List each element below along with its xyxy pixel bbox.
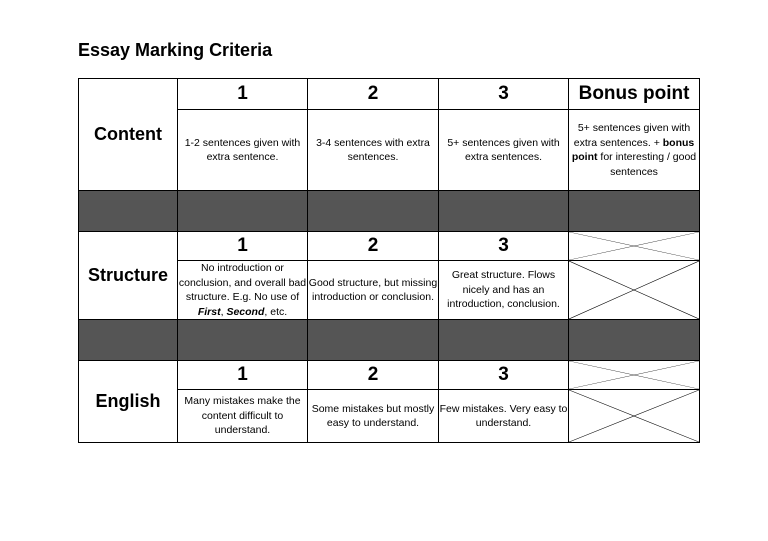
band-cell: [177, 190, 308, 232]
english-score-3: 3: [438, 360, 569, 390]
cross-out-mark: [570, 361, 698, 389]
criterion-content-label: Content: [78, 78, 178, 191]
structure-desc-row: No introduction or conclusion, and overa…: [79, 260, 700, 320]
content-score-1: 1: [177, 78, 308, 110]
content-desc-row: 1-2 sentences given with extra sentence.…: [79, 109, 700, 191]
structure-score-2: 2: [307, 231, 439, 261]
separator-band-2: [78, 319, 700, 361]
band-cell: [568, 190, 700, 232]
band-cell: [438, 319, 569, 361]
not-applicable-cell: [568, 389, 700, 443]
structure-desc-1-end: , etc.: [264, 305, 288, 318]
content-desc-3: 5+ sentences given with extra sentences.: [438, 109, 569, 191]
english-desc-3: Few mistakes. Very easy to understand.: [438, 389, 569, 443]
band-cell: [307, 190, 439, 232]
content-desc-1: 1-2 sentences given with extra sentence.: [177, 109, 308, 191]
band-cell: [78, 319, 178, 361]
structure-desc-1-text: No introduction or conclusion, and overa…: [178, 262, 307, 303]
english-score-2: 2: [307, 360, 439, 390]
bonus-point-header: Bonus point: [568, 78, 700, 110]
separator-band-1: [78, 190, 700, 232]
band-cell: [177, 319, 308, 361]
band-cell: [438, 190, 569, 232]
marking-criteria-table: Content 1 2 3 Bonus point 1-2 sentences …: [78, 78, 700, 443]
not-applicable-cell: [568, 231, 700, 261]
english-score-row: English 1 2 3: [78, 360, 700, 443]
content-score-row: Content 1 2 3 Bonus point: [78, 78, 700, 191]
not-applicable-cell: [568, 260, 700, 320]
criterion-structure-label: Structure: [78, 231, 178, 320]
band-cell: [568, 319, 700, 361]
page-title: Essay Marking Criteria: [78, 40, 273, 60]
structure-desc-2: Good structure, but missing introduction…: [307, 260, 439, 320]
structure-desc-3: Great structure. Flows nicely and has an…: [438, 260, 569, 320]
content-bonus-desc: 5+ sentences given with extra sentences.…: [568, 109, 700, 191]
cross-out-mark: [570, 232, 698, 260]
bonus-desc-line1: 5+ sentences given with extra sentences.: [573, 122, 691, 149]
band-cell: [78, 190, 178, 232]
structure-desc-1-first: First: [197, 305, 221, 318]
bonus-desc-bold: bonus point: [571, 136, 695, 164]
band-cell: [307, 319, 439, 361]
bonus-desc-prefix: +: [653, 136, 663, 149]
content-score-2: 2: [307, 78, 439, 110]
english-desc-2: Some mistakes but mostly easy to underst…: [307, 389, 439, 443]
structure-score-1: 1: [177, 231, 308, 261]
cross-out-mark: [569, 261, 699, 319]
structure-score-3: 3: [438, 231, 569, 261]
content-desc-2: 3-4 sentences with extra sentences.: [307, 109, 439, 191]
cross-out-mark: [569, 390, 699, 442]
structure-score-row: Structure 1 2 3: [78, 231, 700, 320]
criterion-english-label: English: [78, 360, 178, 443]
english-desc-1: Many mistakes make the content difficult…: [177, 389, 308, 443]
structure-desc-1: No introduction or conclusion, and overa…: [177, 260, 308, 320]
not-applicable-cell: [568, 360, 700, 390]
english-score-1: 1: [177, 360, 308, 390]
structure-desc-1-second: Second: [226, 305, 265, 318]
bonus-desc-suffix: for interesting / good sentences: [597, 151, 697, 178]
english-desc-row: Many mistakes make the content difficult…: [79, 389, 700, 443]
content-score-3: 3: [438, 78, 569, 110]
structure-desc-1-comma: ,: [220, 305, 227, 318]
